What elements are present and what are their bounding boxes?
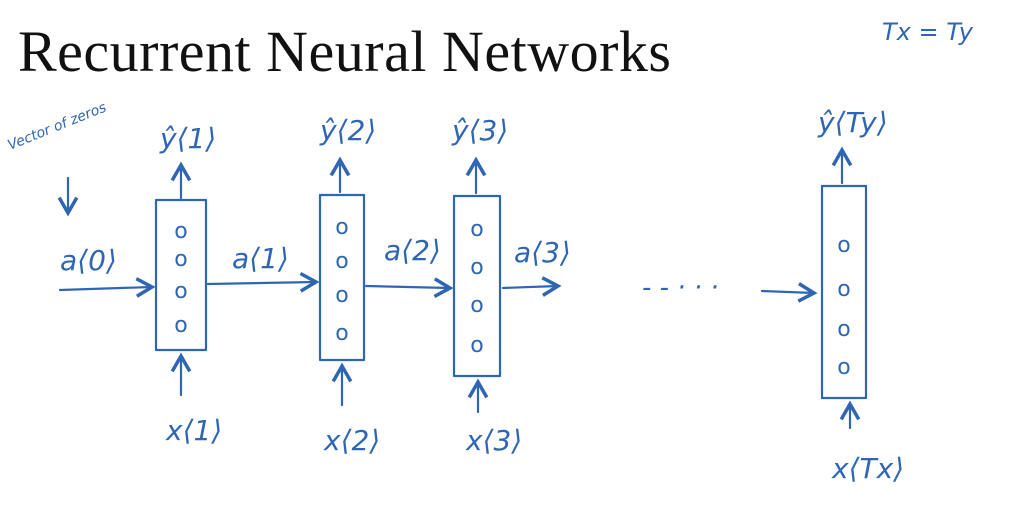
tx-ty-note: Tx = Ty [882,18,974,46]
y-hat-label: ŷ⟨3⟩ [451,114,508,147]
unit: o [470,293,483,318]
vector-of-zeros-annotation: Vector of zeros [6,100,109,217]
cell-box [154,198,208,352]
unit: o [470,217,483,242]
cell-box [820,184,868,400]
unit: o [470,255,483,280]
unit: o [837,355,850,380]
a2-label: a⟨2⟩ [384,234,441,267]
a3-arrow [501,276,562,297]
unit: o [837,233,850,258]
unit: o [335,215,348,240]
a3-label: a⟨3⟩ [514,236,571,269]
x-label: x⟨3⟩ [465,424,522,457]
init-label: Vector of zeros [6,100,109,154]
y-hat-label: ŷ⟨2⟩ [319,114,376,147]
a0-label: a⟨0⟩ [60,244,117,277]
unit: o [335,321,348,346]
cell-box [318,193,366,362]
unit: o [335,249,348,274]
y-hat-label: ŷ⟨1⟩ [159,122,216,155]
slide-title: Recurrent Neural Networks [18,19,672,84]
rnn-cell-ty: o o o o ŷ⟨Ty⟩ x⟨Tx⟩ [817,106,904,485]
rnn-cell-3: o o o o ŷ⟨3⟩ x⟨3⟩ [451,114,522,457]
a2-arrow [364,277,454,298]
a1-arrow [206,271,320,293]
rnn-cell-2: o o o o ŷ⟨2⟩ x⟨2⟩ [318,114,380,457]
rnn-cell-1: o o o o ŷ⟨1⟩ x⟨1⟩ [154,122,222,447]
ellipsis: - - · · · [642,273,719,303]
unit: o [837,277,850,302]
unit: o [335,283,348,308]
a1-label: a⟨1⟩ [232,242,289,275]
x-label: x⟨2⟩ [323,424,380,457]
unit: o [174,247,187,272]
x-label: x⟨Tx⟩ [831,452,904,485]
unit: o [837,317,850,342]
unit: o [174,313,187,338]
ellipsis-arrow [760,282,818,303]
a0-arrow [58,277,156,298]
unit: o [174,279,187,304]
cell-box [452,194,502,378]
y-hat-label: ŷ⟨Ty⟩ [817,106,888,139]
x-label: x⟨1⟩ [165,414,222,447]
unit: o [174,219,187,244]
unit: o [470,333,483,358]
